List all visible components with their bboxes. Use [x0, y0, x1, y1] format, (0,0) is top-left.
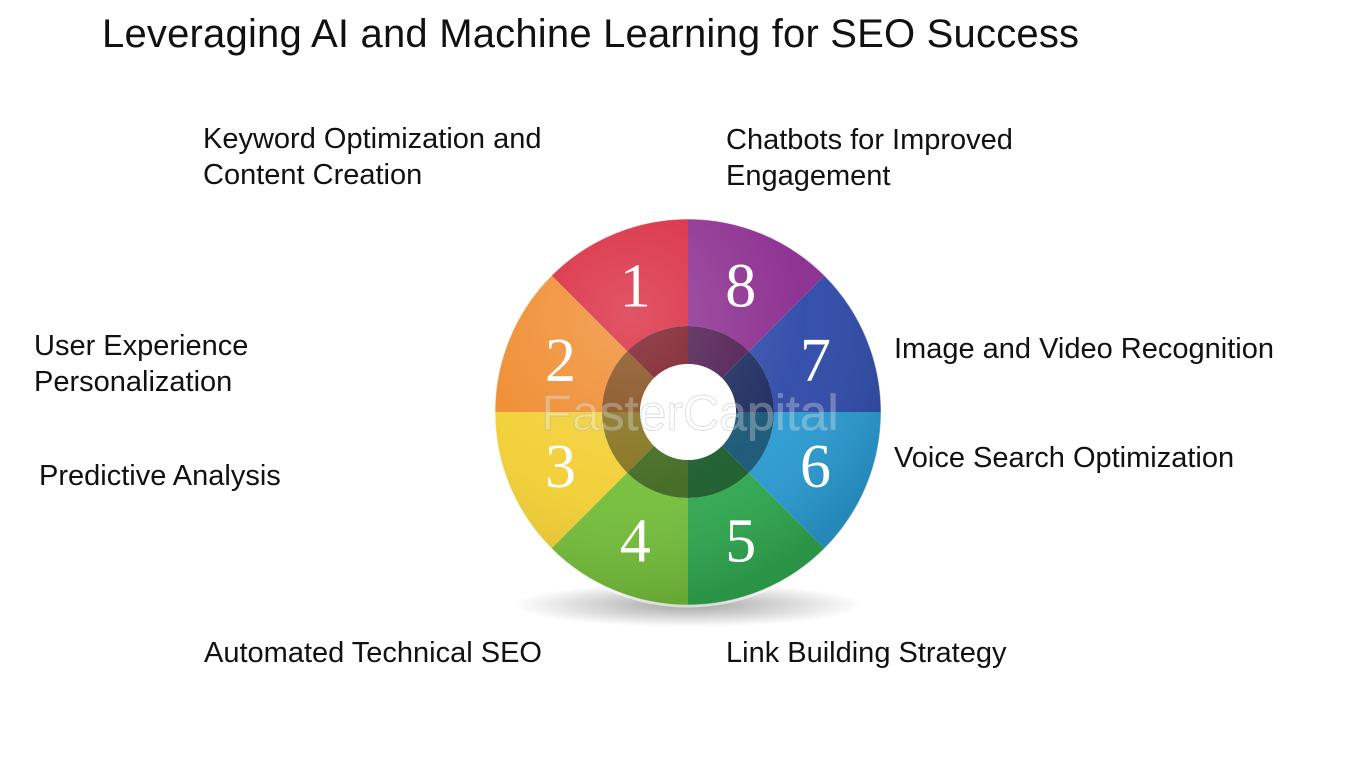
wheel-center-hole [640, 364, 736, 460]
segment-number-7: 7 [800, 327, 831, 395]
wheel-rim [492, 216, 884, 608]
segment-number-4: 4 [620, 507, 651, 575]
segment-numbers: 12 34 56 78 [545, 253, 831, 576]
page-title: Leveraging AI and Machine Learning for S… [102, 12, 1080, 56]
segment-number-3: 3 [545, 433, 576, 501]
segment-number-2: 2 [545, 327, 576, 395]
segment-number-6: 6 [800, 433, 831, 501]
label-keyword-optimization: Keyword Optimization and Content Creatio… [203, 123, 542, 191]
segment-number-5: 5 [725, 507, 756, 575]
label-chatbots: Chatbots for Improved Engagement [726, 124, 1013, 192]
label-automated-technical-seo: Automated Technical SEO [204, 637, 542, 669]
watermark-text: FasterCapital [541, 385, 838, 441]
segment-number-8: 8 [725, 253, 756, 321]
label-link-building: Link Building Strategy [726, 637, 1007, 669]
label-user-experience: User Experience Personalization [34, 330, 249, 398]
label-image-video-recognition: Image and Video Recognition [894, 333, 1274, 365]
segment-number-1: 1 [620, 253, 651, 321]
label-voice-search: Voice Search Optimization [894, 442, 1235, 474]
label-predictive-analysis: Predictive Analysis [39, 460, 281, 492]
